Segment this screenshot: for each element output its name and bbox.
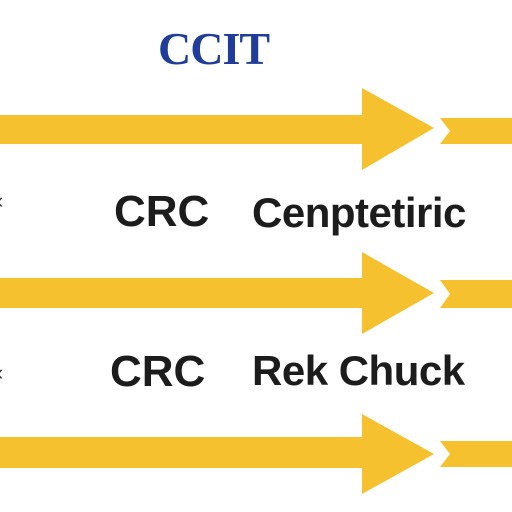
row-1-right-label: Cenptetiric	[252, 189, 466, 236]
arrow-3	[0, 414, 512, 494]
arrow-3-shaft	[0, 437, 364, 468]
arrow-1-tail-segment	[440, 118, 512, 144]
row-2-left-label: CRC	[110, 347, 206, 396]
row-2-right-label: Rek Chuck	[252, 347, 465, 394]
diagram-title: CCIT	[158, 23, 270, 74]
row-1-left-label: CRC	[114, 187, 210, 236]
arrow-1	[0, 88, 512, 170]
arrow-1-head	[362, 88, 434, 170]
arrow-1-shaft	[0, 115, 364, 144]
left-edge-fragment-icon: ‹	[0, 188, 3, 214]
arrow-2-head	[362, 252, 434, 334]
arrow-2	[0, 252, 512, 334]
arrow-3-head	[362, 414, 434, 494]
left-edge-fragment-icon: ‹	[0, 360, 3, 386]
arrow-2-shaft	[0, 278, 364, 308]
arrow-3-tail-segment	[440, 441, 512, 467]
arrow-2-tail-segment	[440, 280, 512, 308]
